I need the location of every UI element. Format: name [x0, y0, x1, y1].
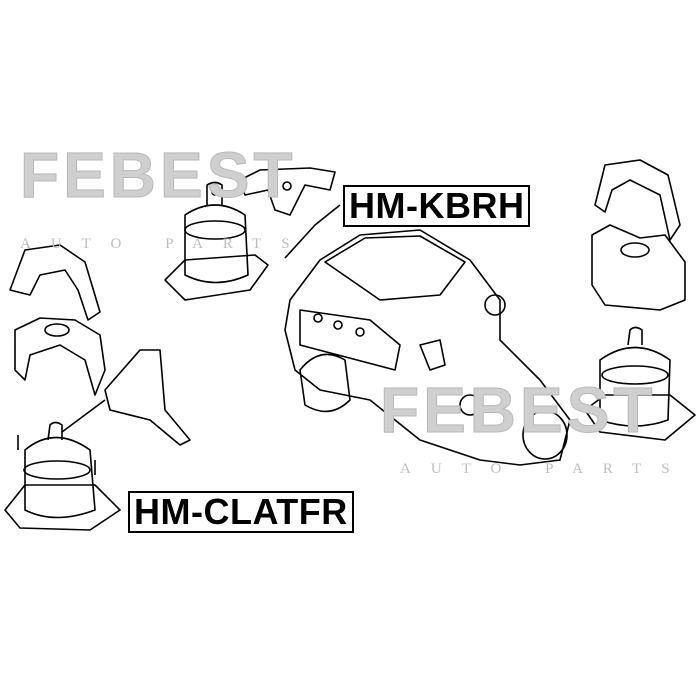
bracket-drawing — [9, 244, 191, 446]
watermark-logo: FEBEST — [379, 374, 657, 446]
part-label-hm-kbrh: HM-KBRH — [343, 185, 531, 227]
engine-drawing — [284, 229, 571, 466]
mount-hm-kbrh-drawing — [164, 167, 341, 301]
watermark-logo: FEBEST — [19, 139, 297, 211]
part-label-hm-clatfr: HM-CLATFR — [128, 491, 354, 533]
watermark-tagline: AUTO PARTS — [20, 236, 310, 252]
watermark-tagline: AUTO PARTS — [400, 461, 690, 477]
right-parts-drawing — [584, 159, 696, 441]
mount-hm-clatfr-drawing — [4, 399, 121, 531]
